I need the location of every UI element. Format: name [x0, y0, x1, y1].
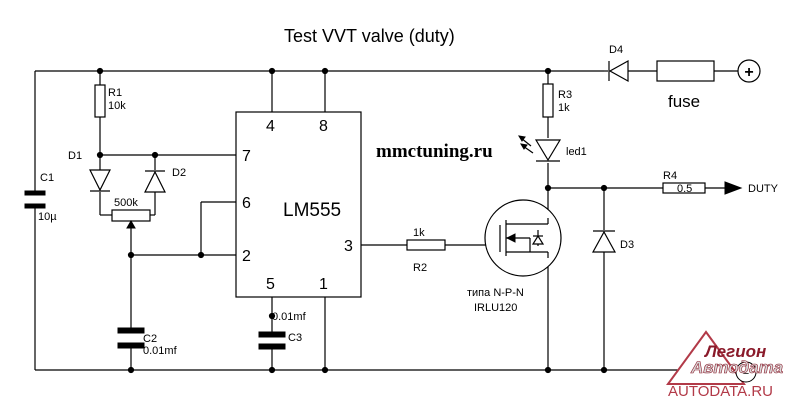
- capacitor-c1: C1 10µ: [24, 172, 57, 223]
- potentiometer: 500k: [111, 197, 151, 229]
- fuse: fuse: [656, 60, 715, 111]
- svg-text:IRLU120: IRLU120: [474, 302, 517, 314]
- svg-text:led1: led1: [566, 146, 587, 158]
- led1: led1: [518, 135, 587, 162]
- plus-terminal-icon: +: [737, 59, 761, 83]
- svg-text:AUTODATA.RU: AUTODATA.RU: [668, 383, 773, 400]
- svg-text:0.5: 0.5: [677, 183, 692, 195]
- resistor-r2: 1k R2: [406, 227, 446, 274]
- svg-text:Автодата: Автодата: [690, 358, 783, 377]
- svg-text:D1: D1: [68, 150, 82, 162]
- resistor-r1: R1 10k: [94, 84, 126, 118]
- svg-text:1k: 1k: [558, 102, 570, 114]
- svg-text:0.01mf: 0.01mf: [143, 345, 178, 357]
- resistor-r4: R4 0.5: [662, 170, 706, 195]
- pin-3-label: 3: [344, 238, 353, 255]
- pin-6-label: 6: [242, 195, 251, 212]
- junction-dots: [96, 67, 608, 374]
- lm555-chip: LM555 4 8 7 6 2 3 5 1: [235, 111, 362, 298]
- pin-8-label: 8: [319, 118, 328, 135]
- svg-text:500k: 500k: [114, 197, 138, 209]
- svg-text:+: +: [744, 64, 753, 81]
- duty-output: DUTY: [724, 181, 779, 195]
- svg-text:R2: R2: [413, 262, 427, 274]
- wires: [34, 70, 738, 371]
- svg-text:D4: D4: [609, 44, 623, 56]
- svg-text:1k: 1k: [413, 227, 425, 239]
- pin-7-label: 7: [242, 148, 251, 165]
- svg-text:R3: R3: [558, 89, 572, 101]
- diode-d2: D2: [144, 167, 186, 193]
- svg-text:C3: C3: [288, 332, 302, 344]
- svg-text:D3: D3: [620, 239, 634, 251]
- diode-d4: D4: [608, 44, 629, 83]
- svg-text:−: −: [743, 368, 749, 380]
- svg-text:fuse: fuse: [668, 92, 700, 111]
- svg-text:D2: D2: [172, 167, 186, 179]
- svg-text:C2: C2: [143, 333, 157, 345]
- svg-text:DUTY: DUTY: [748, 183, 779, 195]
- chip-label: LM555: [283, 200, 341, 221]
- capacitor-c2: C2 0.01mf: [117, 327, 178, 357]
- pin-5-label: 5: [266, 276, 275, 293]
- svg-text:10k: 10k: [108, 100, 126, 112]
- diode-d3: D3: [591, 230, 634, 253]
- resistor-r3: R3 1k: [542, 83, 572, 118]
- diode-d1: D1: [68, 150, 111, 192]
- svg-text:типа N-P-N: типа N-P-N: [467, 287, 524, 299]
- pin-1-label: 1: [319, 276, 328, 293]
- svg-text:0.01mf: 0.01mf: [272, 311, 307, 323]
- schematic-title: Test VVT valve (duty): [284, 26, 455, 46]
- pin-4-label: 4: [266, 118, 275, 135]
- svg-text:C1: C1: [40, 172, 54, 184]
- svg-text:R4: R4: [663, 170, 677, 182]
- mosfet-irlu120: типа N-P-N IRLU120: [467, 199, 562, 314]
- website-label: mmctuning.ru: [376, 141, 493, 162]
- svg-text:10µ: 10µ: [38, 211, 57, 223]
- svg-text:R1: R1: [108, 87, 122, 99]
- logo-triangle-icon: [666, 330, 746, 385]
- capacitor-c3: 0.01mf C3: [258, 311, 307, 350]
- autodata-logo: − Легион Автодата AUTODATA.RU: [666, 330, 783, 400]
- pin-2-label: 2: [242, 248, 251, 265]
- svg-text:Легион: Легион: [703, 342, 766, 361]
